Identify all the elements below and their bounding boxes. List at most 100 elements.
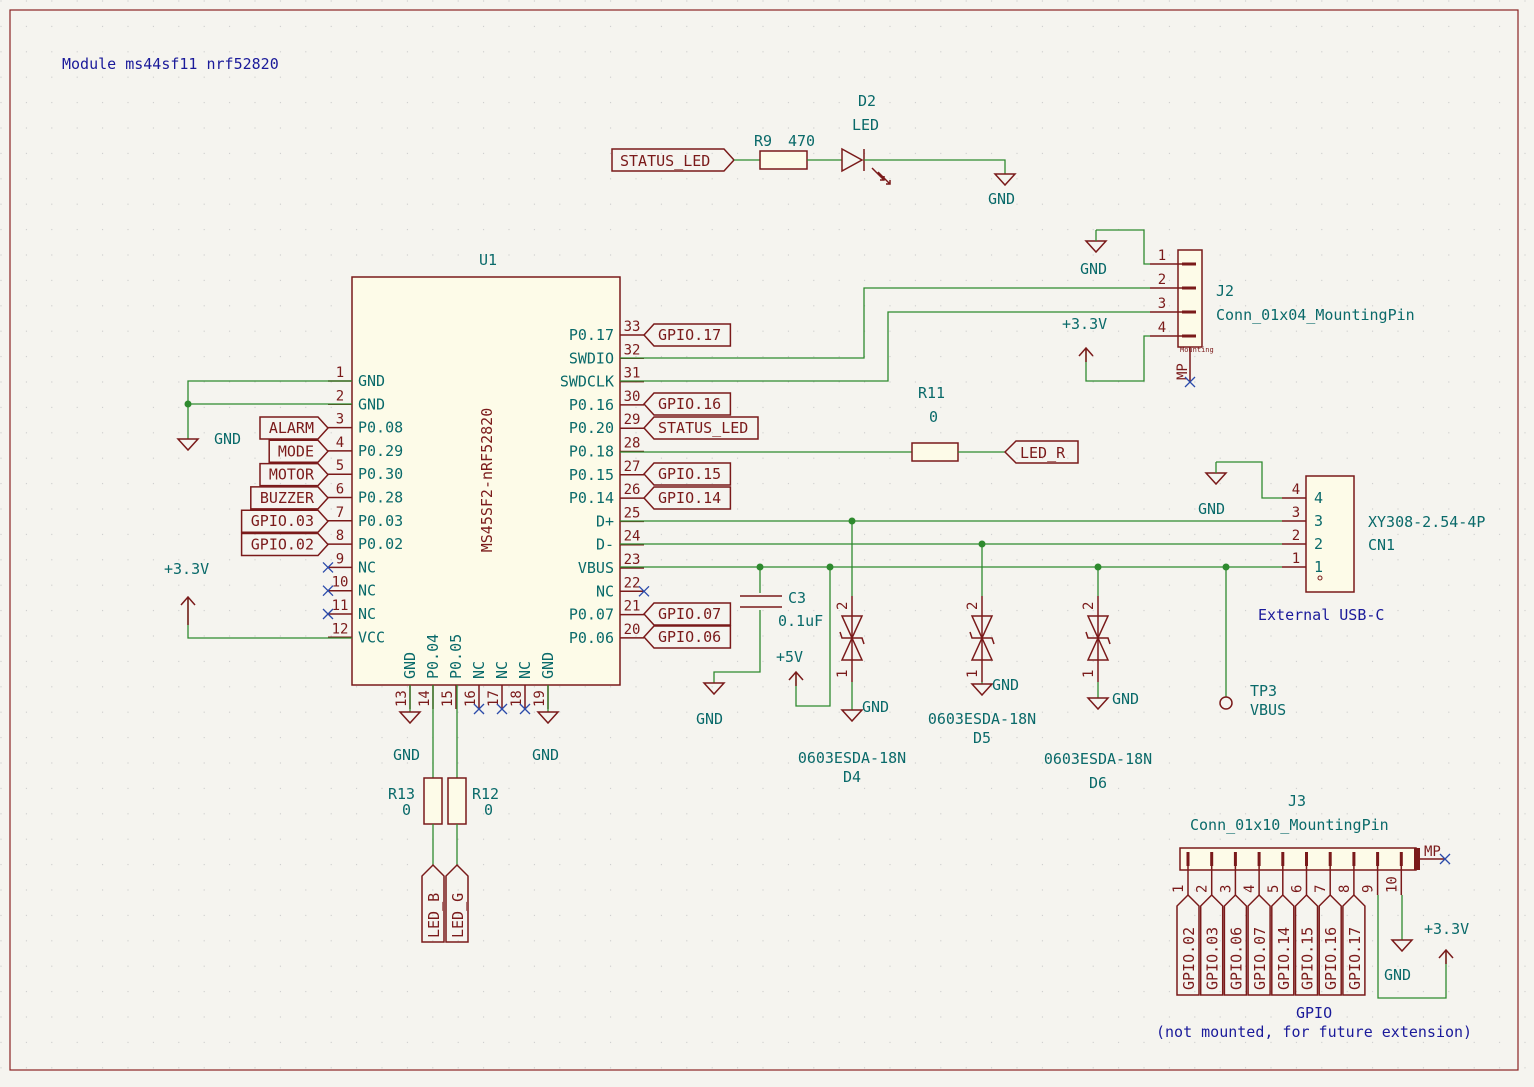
u1-pin-num: 18 (509, 690, 525, 707)
d2-ref: D2 (858, 92, 876, 110)
tvs-ref: D4 (843, 768, 861, 786)
u1-pin-name: P0.03 (358, 512, 403, 530)
right-net-label: STATUS_LED (658, 419, 748, 437)
c3-capacitor: C3 0.1uF GND (696, 567, 823, 728)
r12-value: 0 (484, 801, 493, 819)
sheet-frame (9, 9, 1519, 1071)
left-net-label: GPIO.03 (251, 512, 314, 530)
right-net-label: GPIO.15 (658, 465, 721, 483)
tvs-pin-num: 1 (965, 670, 981, 678)
u1-pin-num: 31 (624, 366, 641, 382)
u1-pin-name: P0.20 (569, 419, 614, 437)
j2-ref: J2 (1216, 282, 1234, 300)
j3-net-label: GPIO.17 (1346, 927, 1364, 990)
u1-pin-name: NC (516, 661, 534, 679)
j3-pin-num: 6 (1290, 885, 1306, 893)
j3-net-label: GPIO.16 (1322, 927, 1340, 990)
j3-pin-num: 3 (1218, 885, 1234, 893)
r13-value: 0 (402, 801, 411, 819)
u1-pin-num: 17 (486, 690, 502, 707)
left-net-label: ALARM (269, 419, 314, 437)
tvs-value: 0603ESDA-18N (1044, 750, 1152, 768)
j3-net-label: GPIO.15 (1299, 927, 1317, 990)
right-net-label: GPIO.14 (658, 489, 721, 507)
j2-pin-num: 4 (1158, 320, 1166, 336)
u1-ref: U1 (479, 251, 497, 269)
tvs-value: 0603ESDA-18N (798, 749, 906, 767)
u1-pin-name: P0.05 (447, 634, 465, 679)
j3-ref: J3 (1288, 792, 1306, 810)
u1-pin-num: 27 (624, 459, 641, 475)
u1-pin-num: 21 (624, 599, 641, 615)
u1-pin-name: P0.04 (424, 634, 442, 679)
svg-text:+3.3V: +3.3V (1062, 315, 1107, 333)
j3-mp: MP (1424, 844, 1441, 860)
u1-pin-num: 22 (624, 575, 641, 591)
cn1-pin-name: 1 (1314, 558, 1323, 576)
u1-pin-name: P0.02 (358, 535, 403, 553)
svg-text:GND: GND (214, 430, 241, 448)
status-led-circuit: STATUS_LED R9 470 D2 LED GND (611, 92, 1017, 208)
j3-net-label: GPIO.03 (1204, 927, 1222, 990)
j3-note-1: GPIO (1296, 1004, 1332, 1022)
r12-ref: R12 (472, 785, 499, 803)
tvs-ref: D6 (1089, 774, 1107, 792)
u1-pin-num: 12 (332, 621, 349, 637)
tvs-pin-num: 2 (1081, 602, 1097, 610)
u1-pin-name: P0.18 (569, 443, 614, 461)
u1-pin-num: 25 (624, 505, 641, 521)
u1-pin-name: GND (401, 652, 419, 679)
u1-pin-name: SWDIO (569, 349, 614, 367)
u1-pin-name: P0.07 (569, 606, 614, 624)
right-net-label: GPIO.06 (658, 628, 721, 646)
r9-ref: R9 (754, 132, 772, 150)
cn1-ref: CN1 (1368, 536, 1395, 554)
u1-pin-num: 14 (417, 690, 433, 707)
j3-pin-num: 4 (1242, 885, 1258, 893)
led-g-label: LED_G (449, 893, 467, 938)
u1-pin-num: 5 (336, 458, 344, 474)
left-net-label: MOTOR (269, 466, 315, 484)
u1-pin-num: 4 (336, 435, 344, 451)
u1-pin-num: 30 (624, 389, 641, 405)
right-net-label: GPIO.16 (658, 395, 721, 413)
v5-symbol: +5V (776, 567, 831, 707)
tp3-testpoint: TP3 VBUS (1219, 567, 1286, 719)
j2-pin-num: 3 (1158, 296, 1166, 312)
u1-pin-num: 3 (336, 412, 344, 428)
gnd-label: GND (992, 676, 1019, 694)
u1-pin-num: 33 (624, 319, 641, 335)
u1-pin-num: 10 (332, 575, 349, 591)
j2-mounting: Mounting (1180, 346, 1214, 354)
u1-pin-name: D+ (596, 512, 614, 530)
j3-net-label: GPIO.07 (1251, 927, 1269, 990)
u1-pin-num: 6 (336, 482, 344, 498)
tvs-ref: D5 (973, 729, 991, 747)
j3-pin-num: 2 (1195, 885, 1211, 893)
j3-net-label: GPIO.14 (1275, 927, 1293, 990)
svg-text:GND: GND (696, 710, 723, 728)
u1-pin-name: NC (358, 582, 376, 600)
tvs-value: 0603ESDA-18N (928, 710, 1036, 728)
u1-pin-name: GND (358, 372, 385, 390)
j3-pin-num: 7 (1313, 885, 1329, 893)
cn1-pin-name: 3 (1314, 512, 1323, 530)
u1-pin-num: 32 (624, 342, 641, 358)
r9-value: 470 (788, 132, 815, 150)
j2-pin-num: 1 (1158, 248, 1166, 264)
svg-text:+3.3V: +3.3V (164, 560, 209, 578)
u1-pin-name: D- (596, 536, 614, 554)
j3-connector: J3 Conn_01x10_MountingPin MP 1GPIO.022GP… (1156, 792, 1472, 1041)
svg-text:GND: GND (1198, 500, 1225, 518)
tvs-pin-num: 1 (835, 670, 851, 678)
u1-pin-num: 2 (336, 388, 344, 404)
tvs-pin-num: 1 (1081, 670, 1097, 678)
u1-pin-name: P0.15 (569, 466, 614, 484)
j3-pin-num: 9 (1361, 885, 1377, 893)
u1-pin-name: GND (539, 652, 557, 679)
left-net-label: MODE (278, 442, 314, 460)
v33-symbol-left: +3.3V (164, 560, 209, 625)
u1-pin-name: P0.14 (569, 489, 614, 507)
